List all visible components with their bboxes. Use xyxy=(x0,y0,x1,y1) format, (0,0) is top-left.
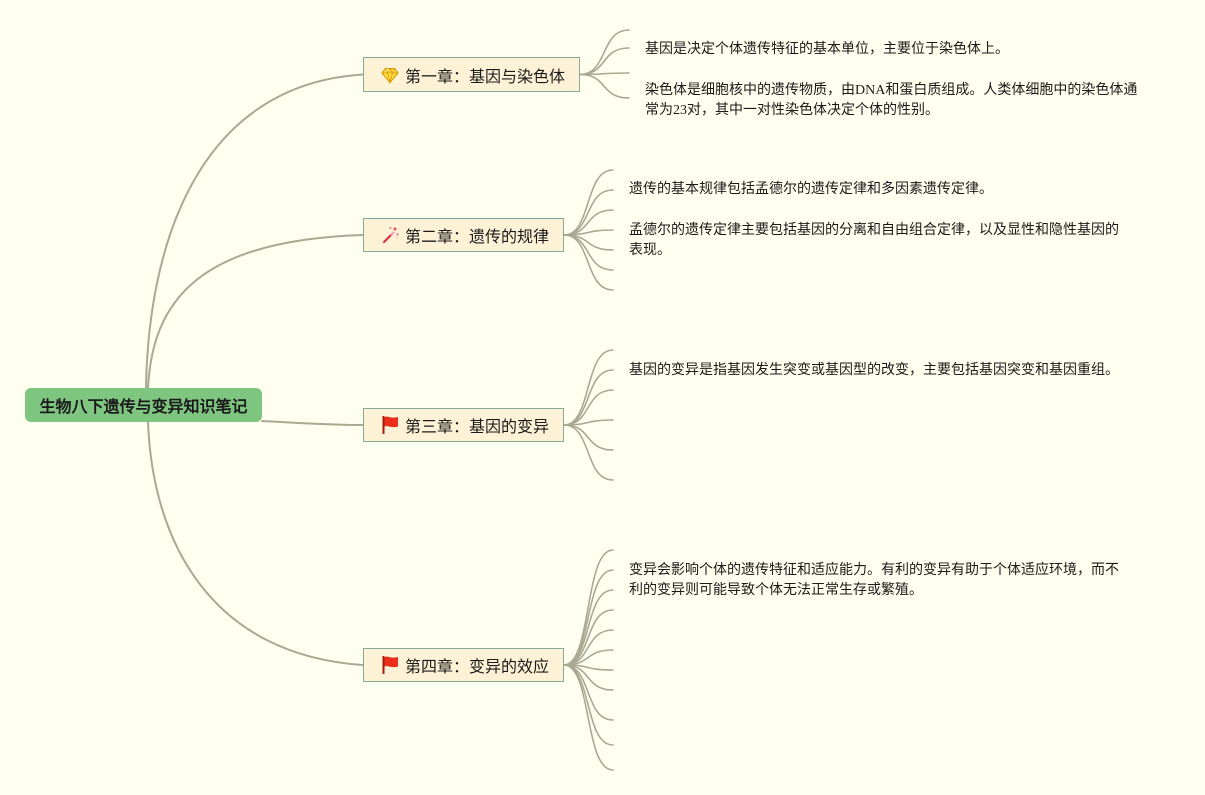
note-topic[interactable]: 基因是决定个体遗传特征的基本单位，主要位于染色体上。 xyxy=(645,42,1009,57)
branch-chapter-3-2 xyxy=(563,369,614,426)
note-topic[interactable]: 变异会影响个体的遗传特征和适应能力。有利的变异有助于个体适应环境，而不利的变异则… xyxy=(629,563,1119,598)
connector-root-to-chapter-2 xyxy=(147,234,364,390)
topic-chapter-4[interactable]: 第四章：变异的效应 xyxy=(363,648,564,682)
red-flag-icon xyxy=(381,415,399,435)
branch-chapter-4-2 xyxy=(563,569,614,666)
connector-root-to-chapter-1 xyxy=(145,73,364,390)
topic-chapter-3[interactable]: 第三章：基因的变异 xyxy=(363,408,564,442)
topic-label: 第一章：基因与染色体 xyxy=(405,68,566,86)
branch-chapter-2-3 xyxy=(563,209,614,236)
branch-chapter-2-1 xyxy=(563,169,614,236)
gem-icon xyxy=(381,65,399,85)
topic-chapter-2[interactable]: 第二章：遗传的规律 xyxy=(363,218,564,252)
note-topic[interactable]: 基因的变异是指基因发生突变或基因型的改变，主要包括基因突变和基因重组。 xyxy=(629,363,1119,378)
root-topic[interactable]: 生物八下遗传与变异知识笔记 xyxy=(25,388,262,422)
note-topic[interactable]: 染色体是细胞核中的遗传物质，由DNA和蛋白质组成。人类体细胞中的染色体通常为23… xyxy=(645,83,1138,118)
branch-chapter-3-1 xyxy=(563,349,614,426)
branch-chapter-3-6 xyxy=(563,424,614,481)
branch-chapter-2-7 xyxy=(563,234,614,291)
red-flag-icon xyxy=(381,655,399,675)
branch-chapter-4-9 xyxy=(563,664,614,721)
branch-chapter-1-4 xyxy=(579,73,630,99)
root-topic-label: 生物八下遗传与变异知识笔记 xyxy=(39,399,248,416)
topic-label: 第三章：基因的变异 xyxy=(405,419,550,436)
branch-chapter-2-2 xyxy=(563,189,614,236)
topic-label: 第四章：变异的效应 xyxy=(405,659,550,676)
branch-chapter-4-11 xyxy=(563,664,614,771)
topic-chapter-1[interactable]: 第一章：基因与染色体 xyxy=(363,57,580,92)
connector-root-to-chapter-4 xyxy=(147,420,364,666)
note-topic[interactable]: 孟德尔的遗传定律主要包括基因的分离和自由组合定律，以及显性和隐性基因的表现。 xyxy=(629,223,1119,258)
magic-wand-icon xyxy=(381,225,399,245)
topic-label: 第二章：遗传的规律 xyxy=(405,229,550,246)
branch-chapter-1-1 xyxy=(579,29,630,76)
note-topic[interactable]: 遗传的基本规律包括孟德尔的遗传定律和多因素遗传定律。 xyxy=(629,182,993,197)
branch-chapter-4-3 xyxy=(563,589,614,666)
connector-root-to-chapter-3 xyxy=(261,420,364,426)
branch-chapter-3-5 xyxy=(563,424,614,451)
